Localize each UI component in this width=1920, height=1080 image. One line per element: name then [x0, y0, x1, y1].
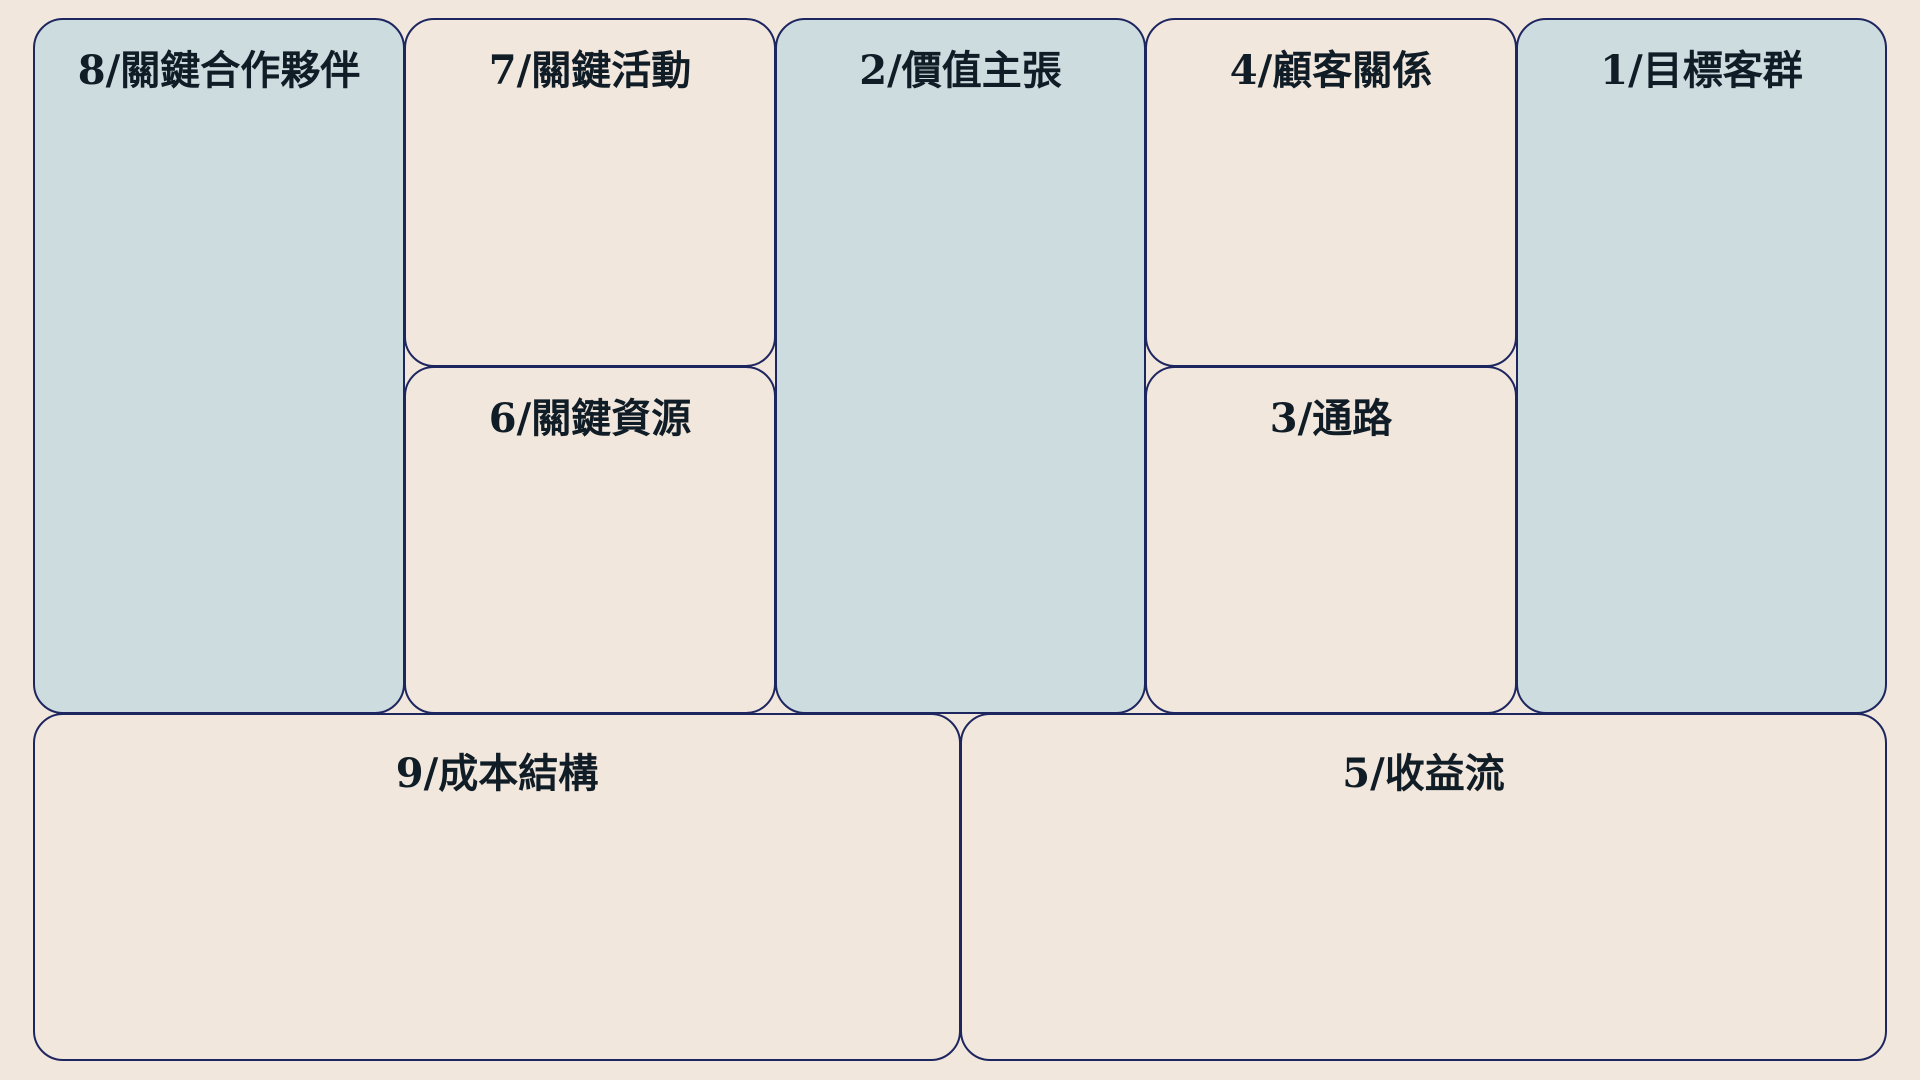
block-title: 5/收益流: [1342, 750, 1505, 797]
block-title: 1/目標客群: [1600, 47, 1803, 94]
key-activities-block: 7/關鍵活動: [404, 18, 776, 367]
cost-structure-block: 9/成本結構: [33, 713, 961, 1061]
block-title: 3/通路: [1269, 395, 1393, 442]
key-resources-block: 6/關鍵資源: [404, 366, 776, 714]
block-title: 2/價值主張: [859, 47, 1062, 94]
block-title: 6/關鍵資源: [488, 395, 692, 442]
customer-segments-block: 1/目標客群: [1516, 18, 1887, 714]
block-title: 8/關鍵合作夥伴: [77, 47, 361, 94]
block-title: 4/顧客關係: [1229, 47, 1433, 94]
key-partners-block: 8/關鍵合作夥伴: [33, 18, 405, 714]
customer-relationships-block: 4/顧客關係: [1145, 18, 1517, 367]
channels-block: 3/通路: [1145, 366, 1517, 714]
block-title: 9/成本結構: [395, 750, 599, 797]
block-title: 7/關鍵活動: [488, 47, 692, 94]
revenue-streams-block: 5/收益流: [960, 713, 1887, 1061]
value-propositions-block: 2/價值主張: [775, 18, 1146, 714]
